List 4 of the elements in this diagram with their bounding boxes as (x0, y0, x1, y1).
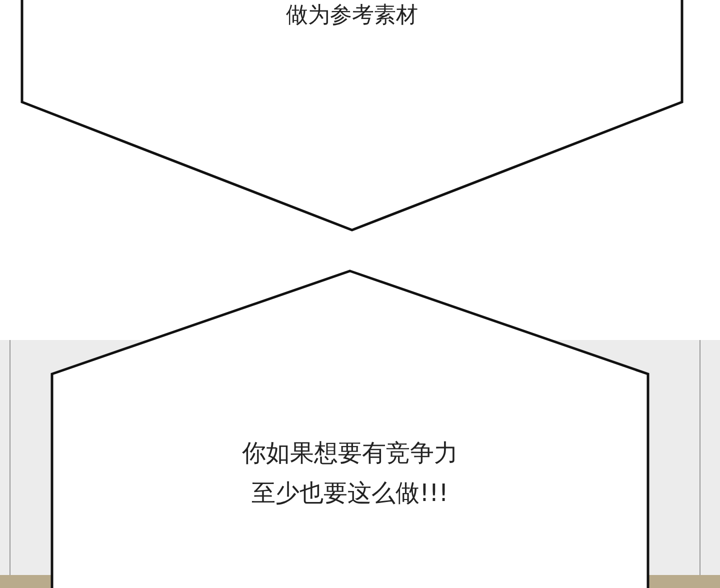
speech-bubble (21, 0, 683, 232)
speech-text: 做为参考素材 (285, 2, 419, 30)
speech-text: 你如果想要有竞争力至少也要这么做!!! (241, 438, 459, 509)
speech-bubble (50, 269, 650, 588)
